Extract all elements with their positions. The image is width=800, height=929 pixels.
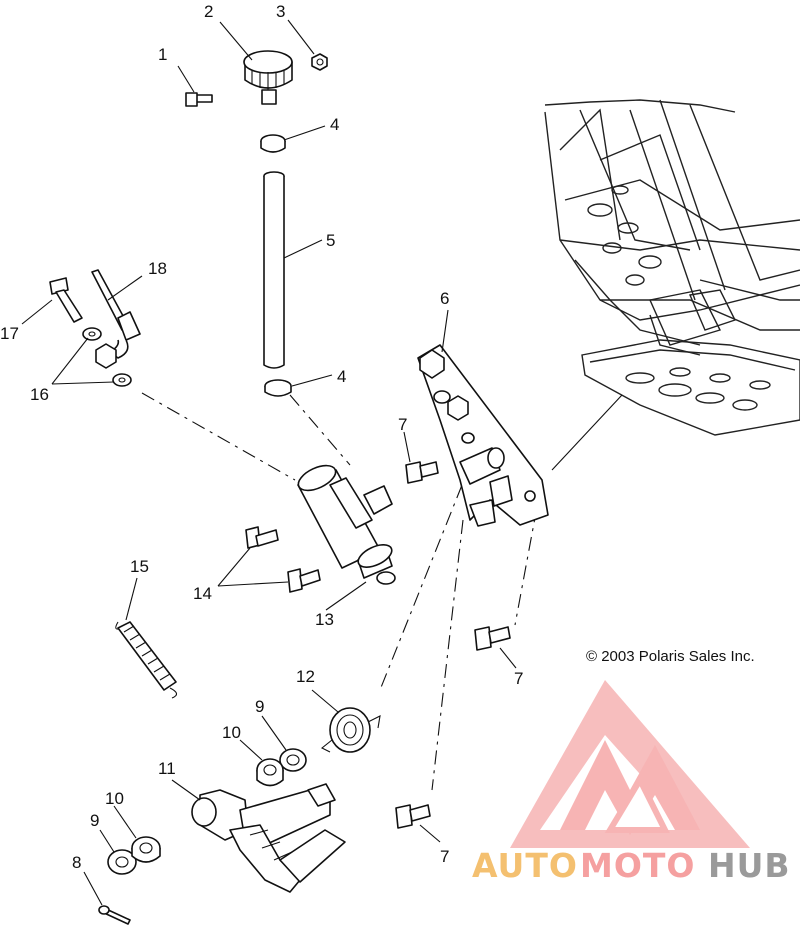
callout-4-lower: 4: [337, 367, 346, 386]
callout-10-upper: 10: [222, 723, 241, 742]
callout-labels: 1 2 3 4 5 4 18 17 16 6 7 7 7 14 13 15 12…: [0, 2, 523, 872]
vehicle-frame: [544, 99, 800, 436]
washer-part-9-upper: [279, 748, 307, 772]
callout-8: 8: [72, 853, 81, 872]
callout-2: 2: [204, 2, 213, 21]
washer-part-16-lower: [112, 373, 132, 387]
brake-line-part-18: [91, 269, 141, 369]
callout-1: 1: [158, 45, 167, 64]
callout-7-lower: 7: [440, 847, 449, 866]
spring-part-15: [115, 621, 178, 699]
leader-lines: [21, 19, 517, 906]
callout-18: 18: [148, 259, 167, 278]
callout-15: 15: [130, 557, 149, 576]
callout-17: 17: [0, 324, 19, 343]
bolt-part-14-upper: [245, 526, 279, 549]
washer-part-16-upper: [82, 327, 102, 341]
logo-m-mark: [560, 740, 700, 835]
callout-9-upper: 9: [255, 697, 264, 716]
hose-clamp-part-4-lower: [264, 379, 292, 397]
bushing-part-10-lower: [131, 836, 161, 863]
copyright-notice: © 2003 Polaris Sales Inc.: [586, 648, 755, 665]
callout-7-upper: 7: [398, 415, 407, 434]
bushing-part-10-upper: [256, 758, 284, 787]
logo-word-moto: MOTO: [580, 846, 695, 885]
bolt-part-7-middle: [474, 626, 511, 651]
reservoir-cap-part-2: [243, 50, 293, 105]
bolt-part-7-lower: [395, 804, 431, 829]
callout-7-middle: 7: [514, 669, 523, 688]
assembly-lines: [141, 392, 623, 791]
washer-part-9-lower: [107, 849, 137, 875]
bolt-part-17: [49, 277, 83, 323]
logo-g-mark: [604, 773, 670, 833]
master-cylinder-part-13: [297, 464, 396, 585]
bolt-part-14-lower: [287, 568, 321, 593]
callout-4-upper: 4: [330, 115, 339, 134]
callout-16: 16: [30, 385, 49, 404]
bolt-part-1: [185, 92, 213, 107]
bolt-part-7-upper: [405, 461, 439, 484]
automotohub-logo: [510, 680, 750, 848]
nut-part-3: [311, 53, 328, 71]
return-spring-part-12: [320, 707, 381, 753]
bracket-plate-part-6: [417, 344, 549, 527]
logo-word-hub: HUB: [708, 846, 791, 885]
callout-12: 12: [296, 667, 315, 686]
brake-pedal-part-11: [191, 783, 346, 893]
hose-clamp-part-4-upper: [260, 134, 286, 153]
callout-14: 14: [193, 584, 212, 603]
callout-10-lower: 10: [105, 789, 124, 808]
callout-6: 6: [440, 289, 449, 308]
callout-3: 3: [276, 2, 285, 21]
callout-5: 5: [326, 231, 335, 250]
cotter-pin-part-8: [98, 905, 131, 925]
callout-9-lower: 9: [90, 811, 99, 830]
callout-13: 13: [315, 610, 334, 629]
hose-part-5: [263, 171, 285, 369]
callout-11: 11: [158, 759, 176, 778]
logo-word-auto: AUTO: [472, 846, 578, 885]
